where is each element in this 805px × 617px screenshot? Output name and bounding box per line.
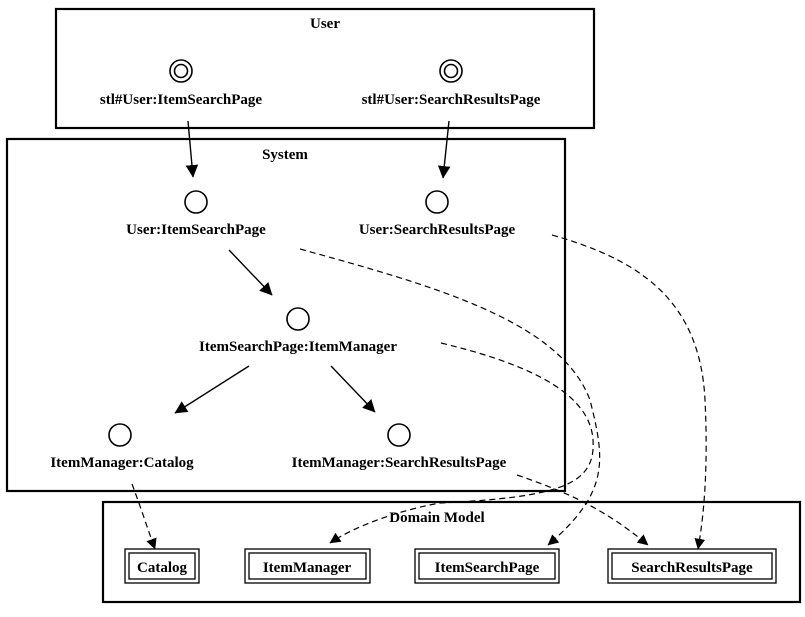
node-label: ItemManager:SearchResultsPage: [292, 455, 507, 471]
circle-icon: [108, 423, 132, 447]
node-user-item-search-page: User:ItemSearchPage: [126, 190, 266, 238]
node-label: stl#User:ItemSearchPage: [100, 92, 263, 108]
domain-class-item-manager: ItemManager: [244, 548, 371, 584]
dashed-edge-to-catalog: [131, 483, 157, 550]
circle-icon: [425, 190, 449, 214]
circle-icon: [184, 190, 208, 214]
user-frame: User: [54, 7, 596, 130]
edge-stl-search-results-to-search-results: [437, 120, 451, 179]
dashed-edge-to-search-results-page-from-user: [551, 234, 707, 550]
edge-item-manager-to-catalog: [174, 365, 250, 414]
domain-class-label: Catalog: [137, 560, 187, 576]
node-label: User:ItemSearchPage: [126, 222, 266, 238]
domain-class-item-search-page: ItemSearchPage: [414, 548, 560, 584]
node-item-search-page-item-manager: ItemSearchPage:ItemManager: [199, 307, 397, 355]
node-label: ItemManager:Catalog: [50, 455, 194, 471]
edge-item-search-to-item-manager: [228, 249, 273, 296]
circle-icon: [286, 307, 310, 331]
node-stl-search-results-page: stl#User:SearchResultsPage: [362, 59, 541, 108]
domain-class-catalog: Catalog: [124, 548, 200, 584]
domain-class-label: ItemSearchPage: [435, 560, 540, 576]
node-label: User:SearchResultsPage: [359, 222, 516, 238]
node-item-manager-search-results-page: ItemManager:SearchResultsPage: [292, 423, 507, 471]
node-label: ItemSearchPage:ItemManager: [199, 339, 397, 355]
dashed-edge-to-item-search-page: [299, 248, 601, 546]
node-label: stl#User:SearchResultsPage: [362, 92, 541, 108]
node-stl-item-search-page: stl#User:ItemSearchPage: [100, 59, 263, 108]
domain-class-label: SearchResultsPage: [631, 560, 753, 576]
system-frame-title: System: [262, 147, 308, 163]
domain-class-search-results-page: SearchResultsPage: [607, 548, 777, 584]
domain-class-label: ItemManager: [263, 560, 352, 576]
dashed-edge-to-item-manager: [329, 342, 594, 544]
dashed-edge-to-search-results-page-from-manager: [516, 474, 649, 546]
node-item-manager-catalog: ItemManager:Catalog: [50, 423, 194, 471]
domain-model-frame-title: Domain Model: [389, 510, 484, 526]
circle-icon: [387, 423, 411, 447]
node-user-search-results-page: User:SearchResultsPage: [359, 190, 516, 238]
edge-item-manager-to-search-results: [330, 365, 376, 413]
system-frame: System: [5, 137, 567, 493]
user-frame-title: User: [310, 16, 340, 32]
edge-stl-item-search-to-item-search: [185, 120, 199, 178]
